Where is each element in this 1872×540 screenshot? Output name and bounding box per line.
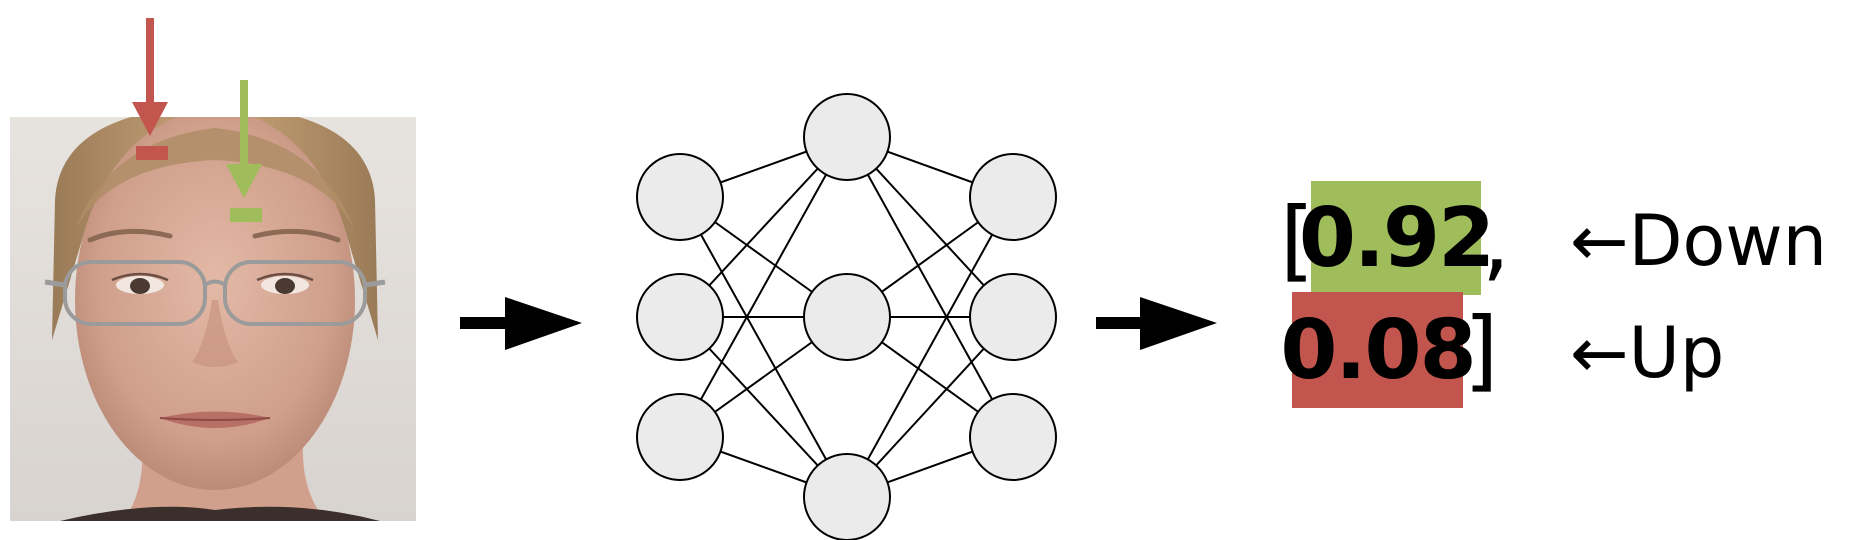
nn-hidden-node [803, 93, 891, 181]
close-bracket: ] [1464, 298, 1499, 401]
nn-input-node [636, 393, 724, 481]
output-value-down: 0.92 [1299, 181, 1495, 295]
label-up: ←Up [1570, 312, 1725, 394]
nn-edge [846, 136, 1014, 438]
nn-output-node [969, 153, 1057, 241]
flow-arrow-output [1096, 297, 1217, 350]
red-marker-arrow-head [132, 102, 168, 136]
nn-hidden-node [803, 273, 891, 361]
output-value-up: 0.08 [1280, 292, 1477, 408]
open-bracket: [ [1280, 188, 1315, 291]
nn-edge [846, 196, 1014, 498]
flow-arrow-input [460, 297, 582, 350]
nn-output-node [969, 393, 1057, 481]
green-marker-arrow-head [226, 164, 262, 198]
output-value-down-text: 0.92 [1298, 190, 1495, 286]
output-value-up-text: 0.08 [1280, 302, 1476, 398]
marker-arrows [132, 18, 262, 198]
nn-edge [679, 196, 848, 498]
nn-output-node [969, 273, 1057, 361]
nn-edge [679, 136, 848, 438]
label-down: ←Down [1570, 200, 1827, 282]
neural-network-nodes [636, 93, 1057, 540]
face-photo [10, 117, 416, 521]
nn-input-node [636, 153, 724, 241]
comma: , [1482, 188, 1510, 291]
nn-input-node [636, 273, 724, 361]
nn-hidden-node [803, 453, 891, 540]
